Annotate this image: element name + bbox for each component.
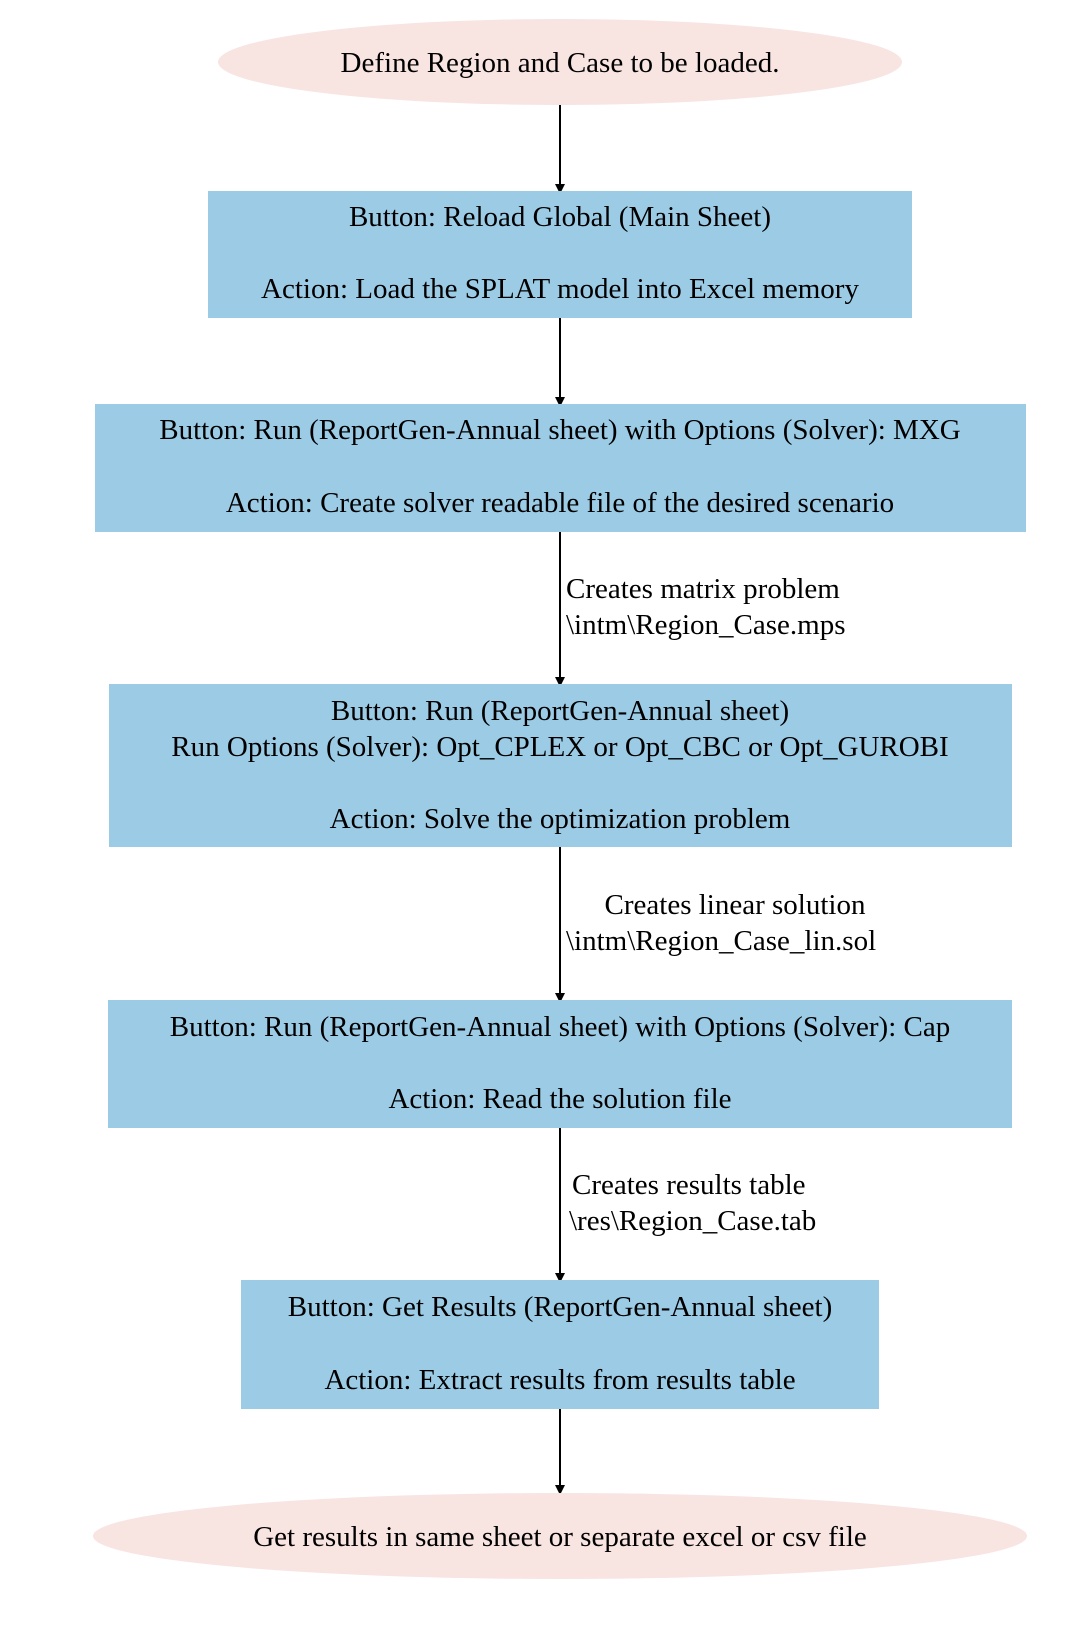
process-box xyxy=(241,1280,879,1409)
terminal-ellipse xyxy=(93,1493,1027,1579)
node-label: Action: Read the solution file xyxy=(388,1083,731,1115)
node-label: Define Region and Case to be loaded. xyxy=(341,47,780,79)
edge-label-line: Creates matrix problem xyxy=(566,573,840,605)
start-node: Define Region and Case to be loaded. xyxy=(218,19,902,105)
node-label: Action: Solve the optimization problem xyxy=(330,803,791,835)
node-label: Button: Run (ReportGen-Annual sheet) wit… xyxy=(170,1011,950,1043)
edge-label-line: \intm\Region_Case.mps xyxy=(566,609,846,641)
process-box xyxy=(109,684,1012,847)
edge-label-line: Creates linear solution xyxy=(605,889,866,921)
edge-label-line: Creates results table xyxy=(572,1169,806,1201)
node-label: Button: Get Results (ReportGen-Annual sh… xyxy=(288,1291,832,1323)
terminal-ellipse xyxy=(218,19,902,105)
get-results-node: Button: Get Results (ReportGen-Annual sh… xyxy=(241,1280,879,1409)
edge-label-line: \intm\Region_Case_lin.sol xyxy=(566,925,876,957)
process-box xyxy=(95,404,1026,532)
edge-run-mxg-to-run-solve: Creates matrix problem \intm\Region_Case… xyxy=(555,532,846,687)
run-solve-node: Button: Run (ReportGen-Annual sheet) Run… xyxy=(109,684,1012,847)
edge-label-line: \res\Region_Case.tab xyxy=(569,1205,816,1237)
run-cap-node: Button: Run (ReportGen-Annual sheet) wit… xyxy=(108,1000,1012,1128)
process-box xyxy=(208,191,912,318)
node-label: Button: Run (ReportGen-Annual sheet) xyxy=(331,695,789,727)
node-label: Action: Extract results from results tab… xyxy=(324,1364,795,1396)
node-label: Button: Reload Global (Main Sheet) xyxy=(349,201,771,233)
node-label: Button: Run (ReportGen-Annual sheet) wit… xyxy=(159,414,960,446)
edge-run-cap-to-get-results: Creates results table \res\Region_Case.t… xyxy=(555,1128,816,1283)
reload-global-node: Button: Reload Global (Main Sheet) Actio… xyxy=(208,191,912,318)
process-box xyxy=(108,1000,1012,1128)
node-label: Action: Create solver readable file of t… xyxy=(226,487,894,519)
node-label: Get results in same sheet or separate ex… xyxy=(253,1521,867,1553)
edge-run-solve-to-run-cap: Creates linear solution \intm\Region_Cas… xyxy=(555,847,876,1003)
run-mxg-node: Button: Run (ReportGen-Annual sheet) wit… xyxy=(95,404,1026,532)
end-node: Get results in same sheet or separate ex… xyxy=(93,1493,1027,1579)
node-label: Action: Load the SPLAT model into Excel … xyxy=(261,273,859,305)
node-label: Run Options (Solver): Opt_CPLEX or Opt_C… xyxy=(171,731,948,763)
